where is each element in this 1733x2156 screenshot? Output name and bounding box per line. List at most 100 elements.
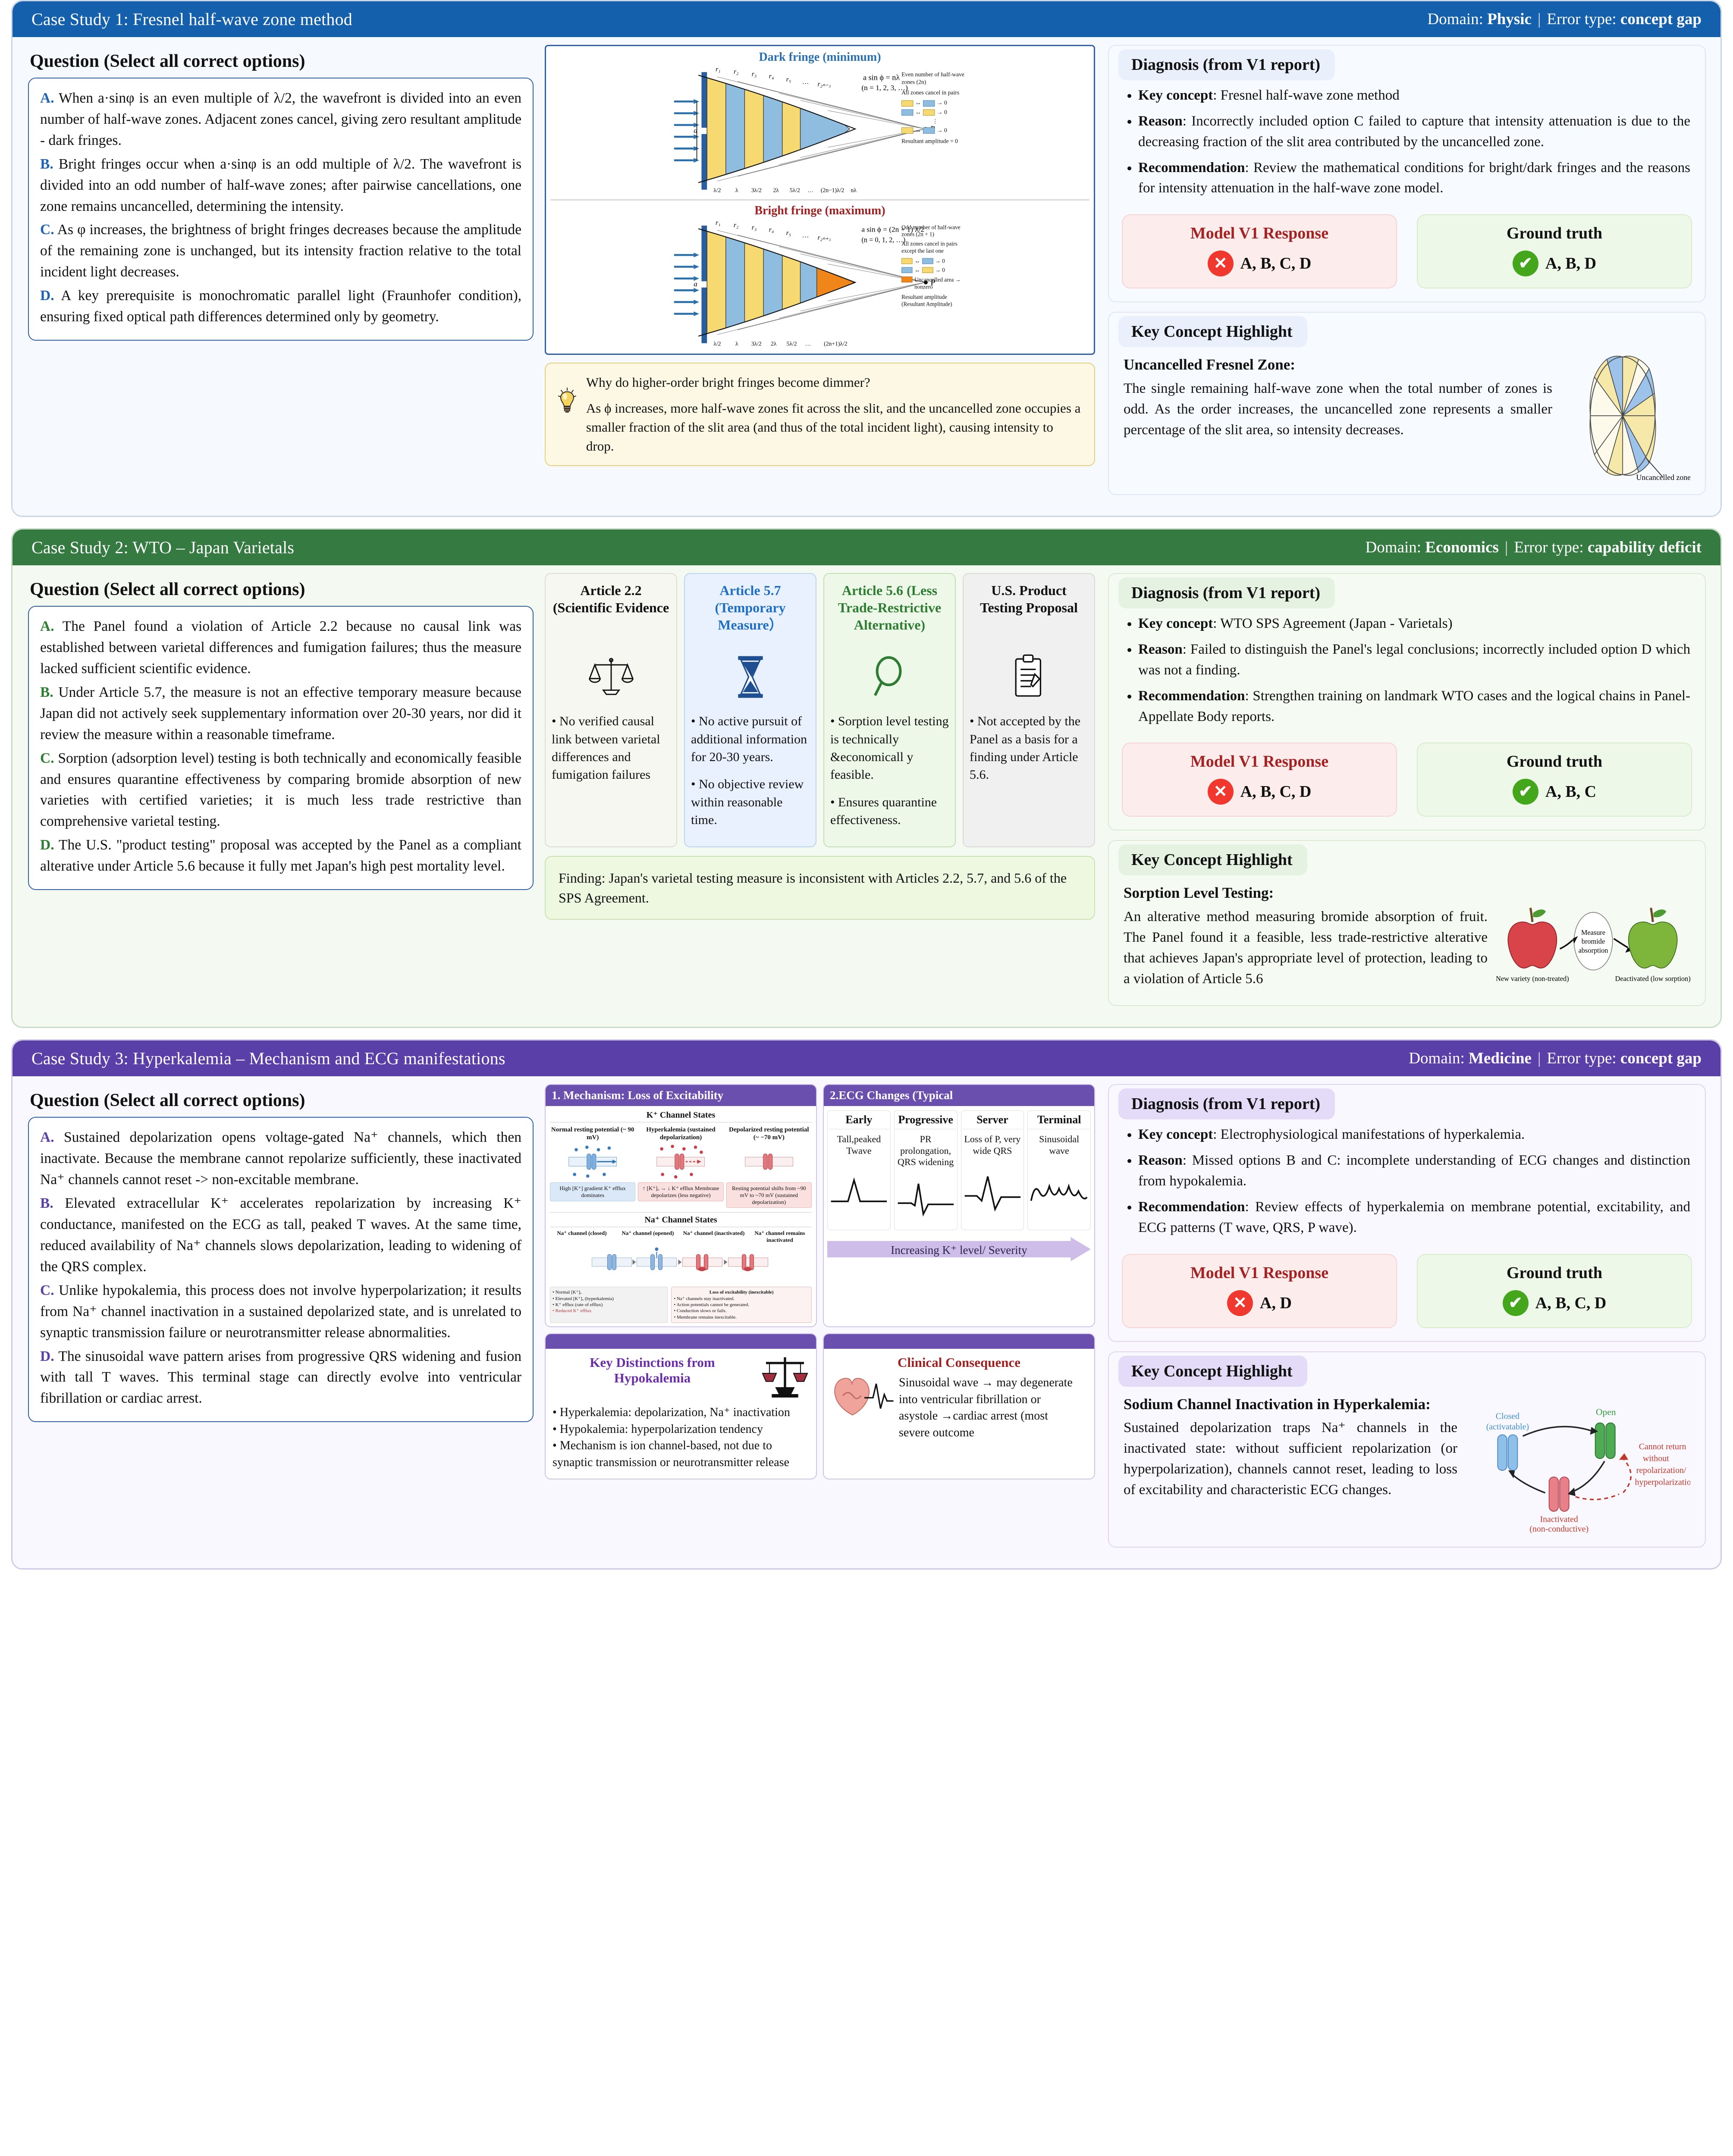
svg-text:5λ/2: 5λ/2 — [790, 187, 800, 193]
clinical-consequence-bullets: Sinusoidal wave → may degenerate into ve… — [899, 1376, 1073, 1439]
diagnosis-item-key-concept: Key concept: Fresnel half-wave zone meth… — [1138, 85, 1690, 106]
option-a: A. The Panel found a violation of Articl… — [40, 618, 521, 677]
diagnosis-body: Key concept: Fresnel half-wave zone meth… — [1109, 83, 1705, 199]
red-apple-icon — [1507, 908, 1557, 969]
bright-result: Resultant amplitude (Resultant Amplitude… — [901, 294, 952, 308]
svg-text:(non-conductive): (non-conductive) — [1529, 1524, 1589, 1534]
clinical-consequence-panel: Clinical Consequence Sinusoidal wave → m… — [823, 1333, 1095, 1480]
article-card-5-7-title: Article 5.7 (Temporary Measure） — [715, 583, 786, 633]
case-study-1: Case Study 1: Fresnel half-wave zone met… — [11, 0, 1722, 517]
error-value: concept gap — [1620, 10, 1702, 28]
wto-article-cards: Article 2.2 (Scientific Evidence • No v — [545, 573, 1095, 847]
case-1-question-column: Question (Select all correct options) A.… — [22, 45, 540, 505]
ground-truth-value-row: ✔ A, B, C — [1422, 779, 1687, 805]
key-distinctions-panel: Key Distinctions from Hypokalemia — [545, 1333, 817, 1480]
key-distinctions-title: Key Distinctions from Hypokalemia — [590, 1354, 715, 1385]
key-concept-body: Sodium Channel Inactivation in Hyperkale… — [1109, 1389, 1705, 1538]
svg-text:without: without — [1643, 1454, 1669, 1463]
option-a: A. Sustained depolarization opens voltag… — [40, 1129, 521, 1188]
na-states-row: Na⁺ channel (closed) Na⁺ channel (opened… — [557, 1230, 805, 1243]
svg-text:absorption: absorption — [1579, 946, 1608, 955]
svg-text:New variety (non-treated): New variety (non-treated) — [1496, 975, 1569, 983]
point-p-label-bright: P — [930, 278, 935, 287]
sodium-channel-cycle-art: Closed (activatable) Open — [1466, 1394, 1695, 1538]
option-d: D. A key prerequisite is monochromatic p… — [40, 288, 521, 325]
option-b: B. Elevated extracellular K⁺ accelerates… — [40, 1195, 521, 1275]
key-distinctions-bullets: • Hyperkalemia: depolarization, Na⁺ inac… — [553, 1405, 790, 1469]
article-card-5-6-bullets: • Sorption level testing is technically … — [830, 714, 949, 827]
svg-text:Open: Open — [1596, 1407, 1616, 1417]
pie-label: Uncancelled zone — [1636, 473, 1690, 482]
svg-text:r₃: r₃ — [752, 70, 757, 78]
severity-arrow: Increasing K⁺ level/ Severity — [827, 1237, 1091, 1263]
case-3-key-concept-panel: Key Concept Highlight Sodium Channel Ina… — [1108, 1351, 1706, 1548]
svg-text:nλ: nλ — [851, 187, 857, 193]
model-response-value: A, D — [1260, 1294, 1292, 1312]
ecg-trace-terminal — [1030, 1184, 1088, 1201]
svg-text:r₅: r₅ — [786, 229, 791, 237]
mechanism-legend: • Normal [K⁺]ₒ • Elevated [K⁺]ₒ (hyperka… — [550, 1287, 668, 1323]
na-channel-section-title: Na⁺ Channel States — [550, 1212, 812, 1228]
svg-text:r₁: r₁ — [716, 66, 720, 73]
model-response-value: A, B, C, D — [1240, 254, 1312, 273]
ground-truth-value-row: ✔ A, B, C, D — [1422, 1290, 1687, 1316]
key-concept-heading: Key Concept Highlight — [1118, 844, 1307, 876]
model-response-title: Model V1 Response — [1190, 224, 1329, 243]
uncancelled-legend: Uncancelled area → nonzero — [914, 277, 961, 291]
case-1-title: Case Study 1: Fresnel half-wave zone met… — [31, 9, 352, 29]
dark-legend-title: Even number of half-wave zones (2n) — [901, 72, 964, 85]
sorption-art: New variety (non-treated) Measure bromid… — [1496, 882, 1691, 997]
green-apple-icon — [1628, 908, 1678, 969]
diagnosis-heading: Diagnosis (from V1 report) — [1118, 1088, 1335, 1120]
check-icon: ✔ — [1512, 779, 1538, 805]
svg-text:(2n+1)λ/2: (2n+1)λ/2 — [824, 340, 848, 347]
svg-text:λ/2: λ/2 — [713, 187, 721, 193]
clinical-consequence-title: Clinical Consequence — [897, 1354, 1021, 1370]
svg-text:Deactivated (low sorption): Deactivated (low sorption) — [1615, 975, 1690, 983]
finding-box: Finding: Japan's varietal testing measur… — [545, 856, 1095, 920]
bright-legend-title: Odd number of half-wave zones (2n + 1) — [901, 224, 961, 238]
case-1-meta: Domain: Physic|Error type: concept gap — [1427, 10, 1702, 28]
note-question: Why do higher-order bright fringes becom… — [586, 375, 870, 390]
diagnosis-body: Key concept: WTO SPS Agreement (Japan - … — [1109, 611, 1705, 727]
model-response-title: Model V1 Response — [1190, 752, 1329, 771]
fresnel-pie-art: Uncancelled zone — [1561, 354, 1691, 486]
diagnosis-item-reason: Reason: Failed to distinguish the Panel'… — [1138, 639, 1690, 681]
model-response-title: Model V1 Response — [1190, 1263, 1329, 1282]
panel-bar — [824, 1334, 1094, 1349]
membrane-normal-icon — [568, 1146, 617, 1178]
fresnel-zone-figure: Dark fringe (minimum) — [545, 45, 1095, 355]
article-card-2-2: Article 2.2 (Scientific Evidence • No v — [545, 573, 677, 847]
bright-formula: a sin ϕ = (2n + 1) λ/2 — [861, 226, 924, 234]
svg-text:r₄: r₄ — [769, 73, 774, 80]
article-card-us-bullets: • Not accepted by the Panel as a basis f… — [970, 714, 1081, 782]
mechanism-panel: 1. Mechanism: Loss of Excitability K⁺ Ch… — [545, 1084, 817, 1327]
diagnosis-item-key-concept: Key concept: WTO SPS Agreement (Japan - … — [1138, 614, 1690, 634]
article-card-5-7-bullets: • No active pursuit of additional inform… — [691, 714, 807, 827]
case-2-options-box: A. The Panel found a violation of Articl… — [28, 606, 534, 890]
article-card-2-2-bullets: • No verified causal link between variet… — [552, 714, 660, 782]
bright-formula-note: (n = 0, 1, 2, …) — [861, 235, 905, 244]
svg-text:r₃: r₃ — [752, 224, 757, 231]
case-2-diagnosis-panel: Diagnosis (from V1 report) Key concept: … — [1108, 573, 1706, 831]
svg-text:2λ: 2λ — [771, 340, 777, 347]
ecg-trace-server — [964, 1176, 1020, 1212]
dark-fringe-diagram: a — [674, 66, 964, 194]
case-study-2: Case Study 2: WTO – Japan Varietals Doma… — [11, 528, 1722, 1028]
dark-formula-note: (n = 1, 2, 3, …) — [861, 84, 908, 92]
why-dimmer-note: Why do higher-order bright fringes becom… — [545, 363, 1095, 467]
key-concept-heading: Key Concept Highlight — [1118, 316, 1307, 348]
meta-separator: | — [1537, 10, 1541, 28]
case-1-diagnosis-column: Diagnosis (from V1 report) Key concept: … — [1100, 45, 1711, 505]
svg-text:Measure: Measure — [1581, 928, 1605, 937]
case-3-meta: Domain: Medicine|Error type: concept gap — [1409, 1049, 1702, 1068]
model-response-card: Model V1 Response ✕ A, D — [1122, 1253, 1397, 1328]
svg-text:Inactivated: Inactivated — [1540, 1514, 1578, 1524]
case-2-diagnosis-column: Diagnosis (from V1 report) Key concept: … — [1100, 573, 1711, 1015]
clipboard-icon — [970, 653, 1088, 703]
svg-text:(2n−1)λ/2: (2n−1)λ/2 — [821, 187, 845, 194]
svg-text:a: a — [694, 280, 697, 288]
case-3-question-column: Question (Select all correct options) A.… — [22, 1084, 540, 1557]
na-channel-states-icon — [592, 1247, 768, 1272]
ecg-trace-progressive — [898, 1183, 954, 1217]
